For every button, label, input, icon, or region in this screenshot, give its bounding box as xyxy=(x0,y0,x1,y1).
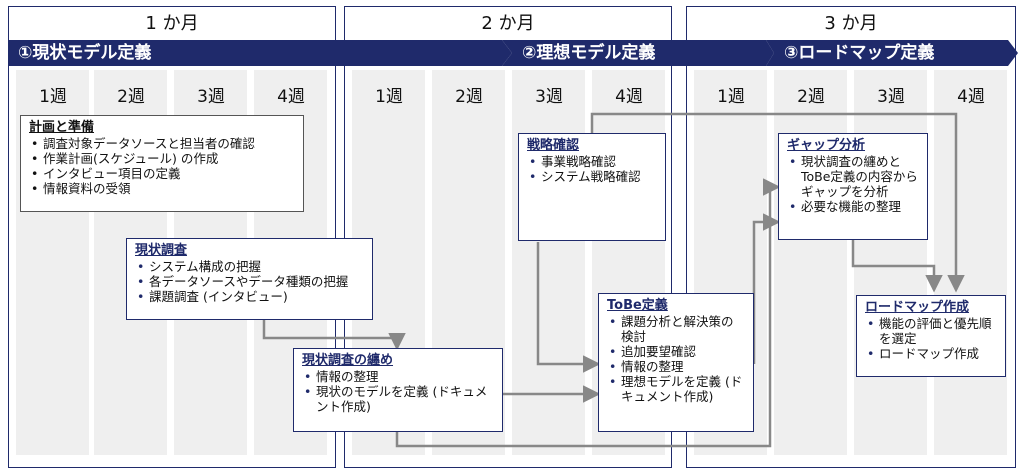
week-label: 1週 xyxy=(375,87,403,107)
roadmap-box: ロードマップ作成 機能の評価と優先順を選定 ロードマップ作成 xyxy=(856,295,1006,377)
list-item: 調査対象データソースと担当者の確認 xyxy=(29,136,295,151)
list-item: 現状調査の纏めとToBe定義の内容からギャップを分析 xyxy=(787,154,919,199)
phase-label-3: ③ロードマップ定義 xyxy=(784,43,935,63)
list-item: 課題分析と解決策の検討 xyxy=(607,314,745,344)
phase-banner-3 xyxy=(766,40,1018,66)
arrow-gap-to-roadmap xyxy=(851,240,943,293)
phase-label-2: ②理想モデル定義 xyxy=(522,43,656,63)
current-summary-box: 現状調査の纏め 情報の整理 現状のモデルを定義 (ドキュメント作成) xyxy=(293,348,503,432)
list-item: システム戦略確認 xyxy=(527,169,657,184)
list-item: ロードマップ作成 xyxy=(865,346,997,361)
month-title: 1 か月 xyxy=(145,13,199,34)
week-label: 4週 xyxy=(957,87,985,107)
arrow-current-to-summary xyxy=(262,320,406,351)
list-item: 理想モデルを定義 (ドキュメント作成) xyxy=(607,374,745,404)
phase-banner-2 xyxy=(502,40,774,66)
week-label: 2週 xyxy=(797,87,825,107)
week-label: 1週 xyxy=(39,87,67,107)
week-label: 4週 xyxy=(615,87,643,107)
tobe-box: ToBe定義 課題分析と解決策の検討 追加要望確認 情報の整理 理想モデルを定義… xyxy=(598,293,754,432)
week-label: 3週 xyxy=(877,87,905,107)
week-label: 3週 xyxy=(535,87,563,107)
list-item: 情報の整理 xyxy=(607,359,745,374)
week-label: 2週 xyxy=(455,87,483,107)
month-frame-2: 2 か月 xyxy=(344,6,672,468)
list-item: 各データソースやデータ種類の把握 xyxy=(135,274,364,289)
week-label: 4週 xyxy=(277,87,305,107)
arrow-summary-to-gap xyxy=(395,178,781,448)
tobe-title: ToBe定義 xyxy=(607,298,668,313)
week-label: 1週 xyxy=(717,87,745,107)
month-frame-1: 1 か月 xyxy=(8,6,336,468)
strategy-box: 戦略確認 事業戦略確認 システム戦略確認 xyxy=(518,133,666,241)
current-survey-box: 現状調査 システム構成の把握 各データソースやデータ種類の把握 課題調査 (イン… xyxy=(126,238,373,320)
phase-label-1: ①現状モデル定義 xyxy=(18,43,152,63)
month-frame-3: 3 か月 xyxy=(686,6,1016,468)
list-item: 事業戦略確認 xyxy=(527,154,657,169)
list-item: システム構成の把握 xyxy=(135,259,364,274)
phase-banner-1 xyxy=(8,40,512,66)
gap-analysis-title: ギャップ分析 xyxy=(787,138,866,153)
week-label: 3週 xyxy=(197,87,225,107)
plan-box: 計画と準備 調査対象データソースと担当者の確認 作業計画(スケジュール) の作成… xyxy=(20,115,304,212)
arrow-strategy-to-roadmap xyxy=(590,112,965,293)
list-item: 必要な機能の整理 xyxy=(787,199,919,214)
current-summary-title: 現状調査の纏め xyxy=(302,353,394,368)
list-item: 情報資料の受領 xyxy=(29,181,295,196)
list-item: 現状のモデルを定義 (ドキュメント作成) xyxy=(302,384,494,414)
list-item: インタビュー項目の定義 xyxy=(29,166,295,181)
arrow-tobe-to-gap xyxy=(752,213,781,364)
plan-title: 計画と準備 xyxy=(29,120,95,135)
list-item: 追加要望確認 xyxy=(607,344,745,359)
strategy-title: 戦略確認 xyxy=(527,138,580,153)
gap-analysis-box: ギャップ分析 現状調査の纏めとToBe定義の内容からギャップを分析 必要な機能の… xyxy=(778,133,928,240)
arrow-strategy-to-tobe xyxy=(536,242,601,373)
list-item: 機能の評価と優先順を選定 xyxy=(865,316,997,346)
roadmap-title: ロードマップ作成 xyxy=(865,300,970,315)
month-title: 3 か月 xyxy=(824,13,878,34)
list-item: 情報の整理 xyxy=(302,369,494,384)
list-item: 作業計画(スケジュール) の作成 xyxy=(29,151,295,166)
current-survey-title: 現状調査 xyxy=(135,243,188,258)
list-item: 課題調査 (インタビュー) xyxy=(135,289,364,304)
week-column xyxy=(934,70,1007,455)
month-title: 2 か月 xyxy=(481,13,535,34)
week-label: 2週 xyxy=(117,87,145,107)
